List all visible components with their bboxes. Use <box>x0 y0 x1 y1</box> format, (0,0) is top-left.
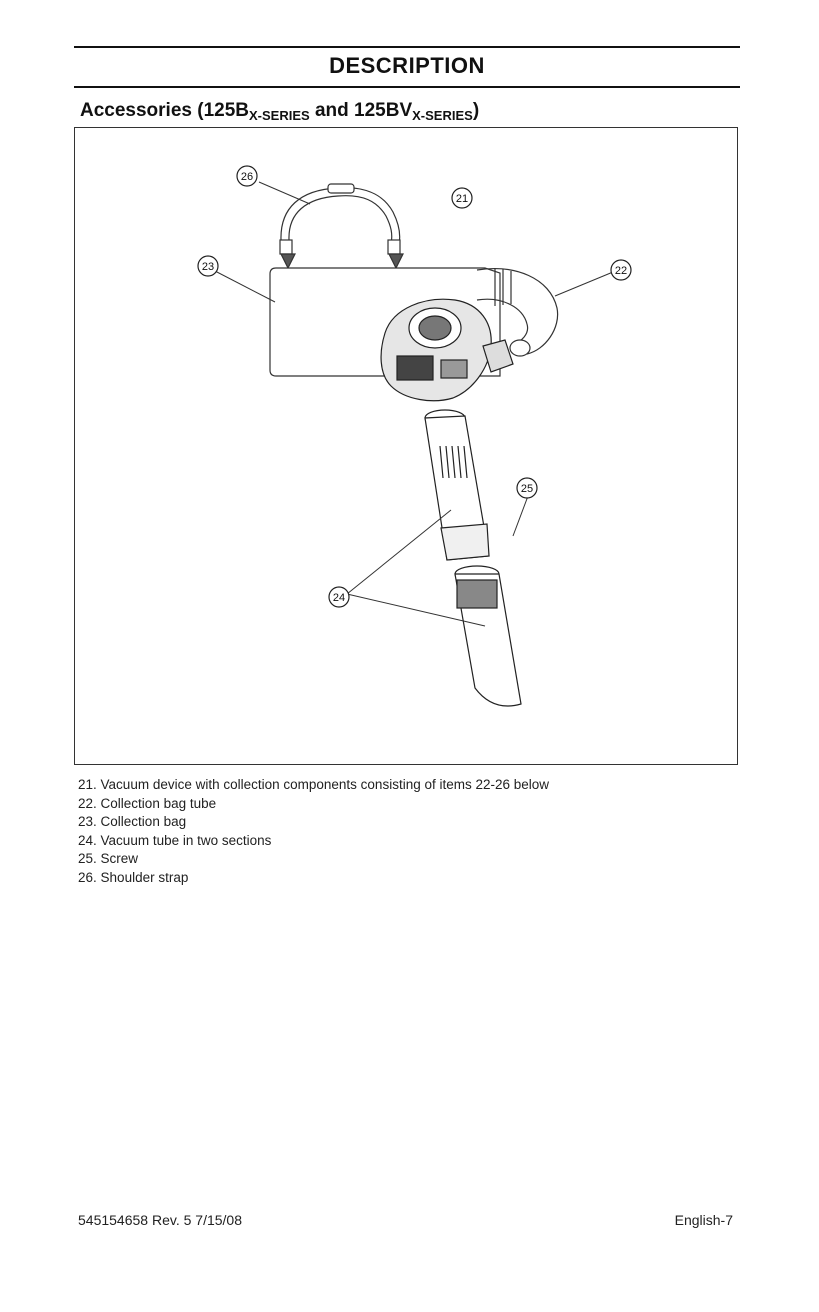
top-rule <box>74 46 740 48</box>
callout-label-24: 24 <box>333 592 345 604</box>
footer-page-number: English-7 <box>675 1212 733 1228</box>
callout-leader-lines <box>215 182 613 626</box>
item-text: Vacuum tube in two sections <box>101 833 272 848</box>
vacuum-tube-upper-drawing <box>425 410 489 560</box>
callout-label-22: 22 <box>615 265 627 277</box>
list-item: 23. Collection bag <box>78 813 549 832</box>
callout-circle-22: 22 <box>611 260 631 280</box>
heading-prefix: Accessories (125B <box>80 100 249 121</box>
bottom-rule <box>74 86 740 88</box>
section-title: DESCRIPTION <box>74 53 740 79</box>
callout-circle-24: 24 <box>329 587 349 607</box>
callout-label-23: 23 <box>202 261 214 273</box>
shoulder-strap-drawing <box>280 184 403 268</box>
accessories-figure: 26 21 23 22 25 24 <box>74 127 738 765</box>
callout-label-25: 25 <box>521 483 533 495</box>
list-item: 25. Screw <box>78 850 549 869</box>
vacuum-tube-lower-drawing <box>455 566 521 706</box>
item-text: Shoulder strap <box>101 870 189 885</box>
callout-label-21: 21 <box>456 193 468 205</box>
item-text: Screw <box>101 851 139 866</box>
callout-circle-21: 21 <box>452 188 472 208</box>
callout-circle-26: 26 <box>237 166 257 186</box>
list-item: 26. Shoulder strap <box>78 869 549 888</box>
item-text: Vacuum device with collection components… <box>101 777 549 792</box>
vacuum-kit-illustration: 26 21 23 22 25 24 <box>75 128 737 764</box>
heading-subscript-2: X-SERIES <box>412 108 473 123</box>
list-item: 22. Collection bag tube <box>78 795 549 814</box>
item-number: 24. <box>78 833 97 848</box>
list-item: 21. Vacuum device with collection compon… <box>78 776 549 795</box>
heading-middle: and 125BV <box>310 100 412 121</box>
heading-subscript-1: X-SERIES <box>249 108 310 123</box>
item-number: 21. <box>78 777 97 792</box>
parts-list: 21. Vacuum device with collection compon… <box>78 776 549 888</box>
item-number: 23. <box>78 814 97 829</box>
callout-circle-23: 23 <box>198 256 218 276</box>
accessories-heading: Accessories (125BX-SERIES and 125BVX-SER… <box>80 100 479 123</box>
callout-label-26: 26 <box>241 171 253 183</box>
item-text: Collection bag tube <box>101 796 217 811</box>
item-text: Collection bag <box>101 814 187 829</box>
callout-circle-25: 25 <box>517 478 537 498</box>
list-item: 24. Vacuum tube in two sections <box>78 832 549 851</box>
heading-suffix: ) <box>473 100 479 121</box>
item-number: 26. <box>78 870 97 885</box>
item-number: 25. <box>78 851 97 866</box>
footer-doc-info: 545154658 Rev. 5 7/15/08 <box>78 1212 242 1228</box>
item-number: 22. <box>78 796 97 811</box>
